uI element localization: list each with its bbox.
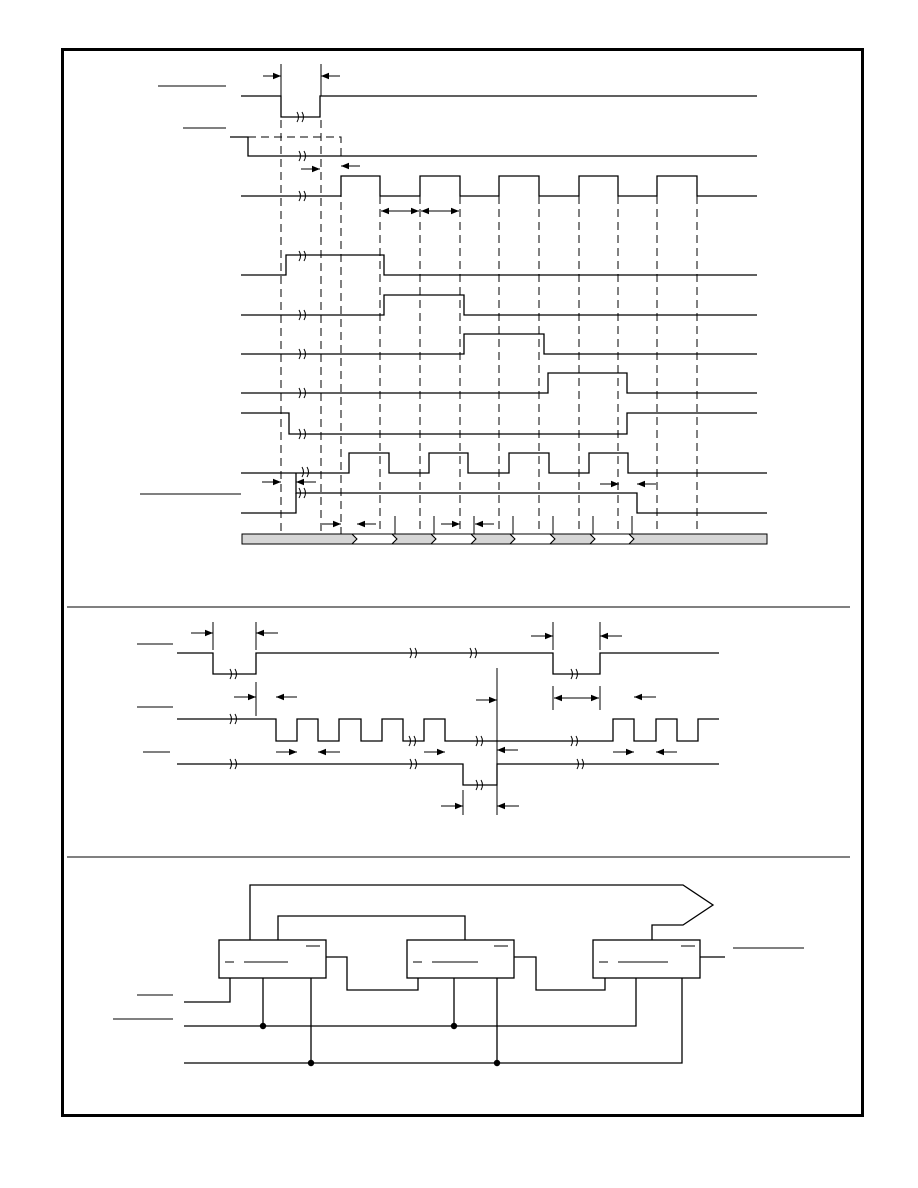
waveform-phase-1 bbox=[241, 254, 757, 276]
waveform-output-clock bbox=[241, 452, 767, 474]
junction-dot bbox=[450, 1022, 458, 1030]
top-timing-diagram bbox=[140, 64, 768, 545]
waveform-carry bbox=[295, 473, 767, 514]
inner-connection bbox=[277, 915, 466, 940]
stage-link-2 bbox=[514, 956, 606, 991]
data-bus bbox=[241, 533, 768, 545]
waveform-carry-low bbox=[241, 493, 297, 514]
waveform-output-mid bbox=[177, 763, 719, 786]
stage-link-1 bbox=[326, 956, 419, 991]
feedback-arrow bbox=[249, 884, 715, 940]
input-line-2 bbox=[184, 978, 637, 1027]
waveform-phase-4 bbox=[241, 372, 757, 394]
waveform-reset bbox=[241, 95, 757, 118]
junction-dot bbox=[493, 1059, 501, 1067]
dashed-guides bbox=[280, 120, 698, 534]
waveform-clock bbox=[241, 175, 757, 197]
junction-dot bbox=[307, 1059, 315, 1067]
input-line-3 bbox=[184, 978, 683, 1064]
pin-overbars bbox=[225, 945, 695, 963]
cascade-block-diagram bbox=[113, 884, 804, 1067]
middle-timing-diagram bbox=[137, 622, 719, 815]
waveform-clock-mid bbox=[177, 718, 719, 742]
dashed-window bbox=[248, 136, 342, 156]
figure-frame bbox=[61, 48, 864, 1117]
waveform-strobe bbox=[177, 652, 719, 675]
waveform-enable bbox=[230, 136, 757, 157]
input-line-1 bbox=[184, 978, 231, 1003]
break-symbols bbox=[296, 111, 309, 499]
bus-ticks bbox=[394, 516, 633, 534]
waveform-phase-2 bbox=[241, 294, 757, 316]
break-symbols-mid bbox=[229, 647, 584, 791]
junction-dot bbox=[259, 1022, 267, 1030]
